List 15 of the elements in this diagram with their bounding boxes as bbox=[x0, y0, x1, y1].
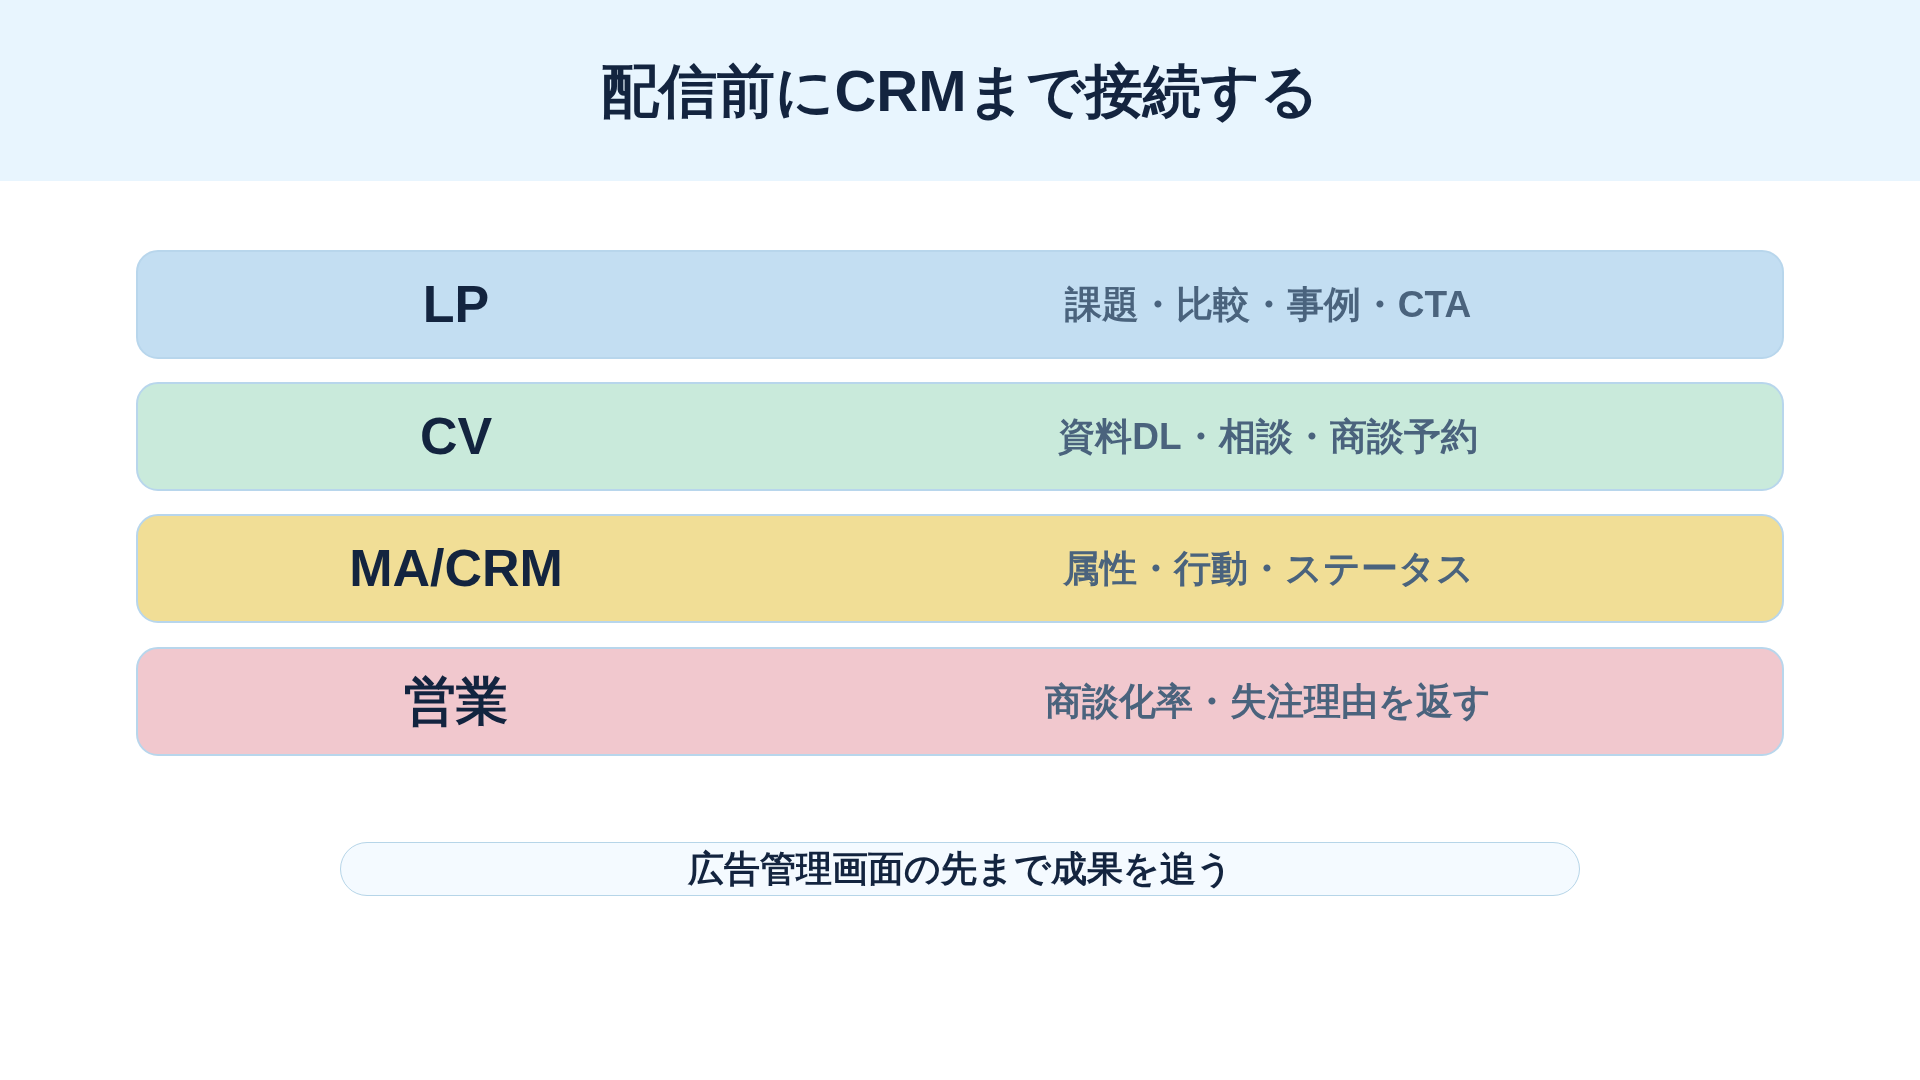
stage-band bbox=[136, 514, 1784, 623]
summary-pill bbox=[340, 842, 1580, 896]
stage-detail: 属性・行動・ステータス bbox=[1062, 547, 1474, 590]
stage-band bbox=[136, 647, 1784, 756]
stage-detail: 課題・比較・事例・CTA bbox=[1064, 283, 1472, 326]
stage-name: CV bbox=[419, 406, 493, 467]
stage-band bbox=[136, 250, 1784, 359]
stage-name: 営業 bbox=[404, 671, 508, 732]
title: 配信前にCRMまで接続する bbox=[601, 58, 1319, 123]
summary-text: 広告管理画面の先まで成果を追う bbox=[687, 848, 1233, 890]
stage-name: LP bbox=[422, 274, 490, 335]
stage-band bbox=[136, 382, 1784, 491]
stage-name: MA/CRM bbox=[349, 538, 563, 599]
stage-detail: 商談化率・失注理由を返す bbox=[1045, 680, 1491, 723]
stage-detail: 資料DL・相談・商談予約 bbox=[1058, 415, 1478, 458]
